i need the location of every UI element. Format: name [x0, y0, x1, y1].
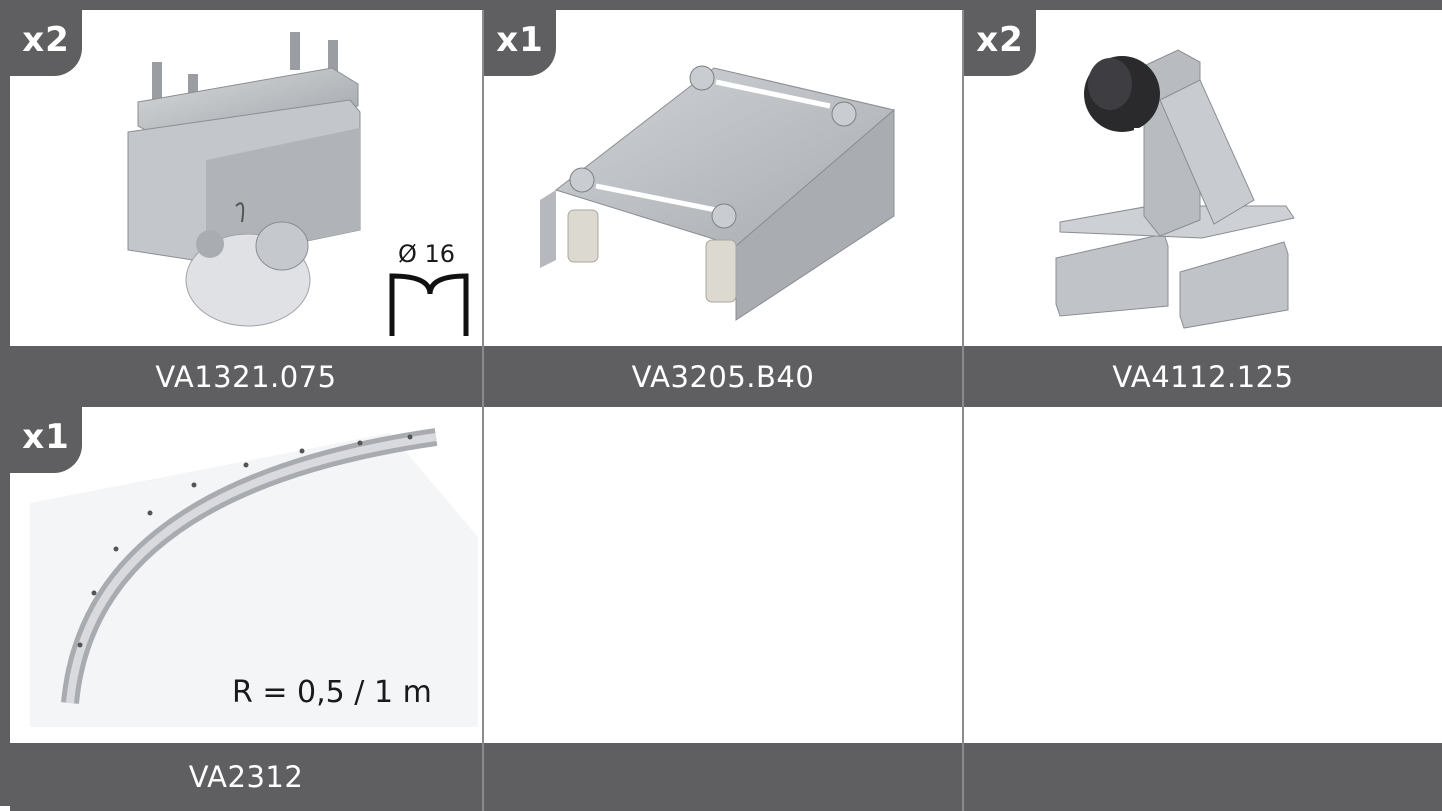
quantity-badge: x1 — [10, 407, 82, 473]
parts-grid: x2 — [10, 10, 1442, 811]
end-stop-illustration — [1055, 49, 1295, 329]
part-code-label: VA1321.075 — [10, 346, 482, 407]
roller-wheel-illustration — [127, 32, 361, 327]
part-code-label: VA4112.125 — [964, 346, 1442, 407]
quantity-badge: x2 — [10, 10, 82, 76]
empty-label — [964, 743, 1442, 811]
quantity-badge: x1 — [484, 10, 556, 76]
stud-icon — [328, 40, 338, 76]
roller-icon — [567, 209, 599, 263]
stud-icon — [290, 32, 300, 70]
part-cell-roller-wheel: x2 — [10, 10, 482, 346]
empty-cell — [484, 407, 962, 743]
part-cell-curved-track: x1 R = 0,5 / 1 m — [10, 407, 482, 743]
part-code-label: VA3205.B40 — [484, 346, 962, 407]
curved-track-illustration — [30, 428, 478, 727]
part-cell-guide-roller: x1 — [484, 10, 962, 346]
roller-icon — [705, 239, 737, 303]
part-code-label: VA2312 — [10, 743, 482, 811]
quantity-badge: x2 — [964, 10, 1036, 76]
empty-label — [484, 743, 962, 811]
guide-roller-bracket-illustration — [540, 65, 896, 321]
radius-label: R = 0,5 / 1 m — [232, 675, 432, 710]
stud-icon — [152, 62, 162, 104]
part-cell-end-stop: x2 — [964, 10, 1442, 346]
empty-cell — [964, 407, 1442, 743]
diameter-label: Ø 16 — [398, 240, 456, 268]
groove-profile-icon — [389, 273, 469, 336]
